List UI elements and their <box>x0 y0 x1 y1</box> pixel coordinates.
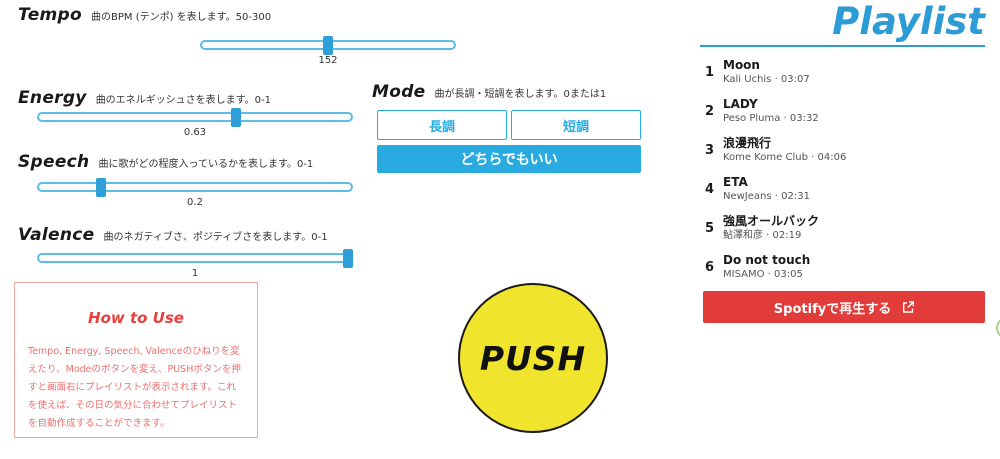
external-link-icon <box>902 301 915 313</box>
energy-slider-value: 0.63 <box>183 127 207 138</box>
track-number: 3 <box>705 142 715 158</box>
how-to-use-title: How to Use <box>88 309 184 327</box>
spotify-play-label: Spotifyで再生する <box>773 301 892 317</box>
speech-slider-thumb[interactable] <box>96 178 107 197</box>
playlist-item: 2 LADY Peso Pluma · 03:32 <box>700 96 985 126</box>
speech-label: Speech <box>18 152 90 172</box>
track-title: 強風オールバック <box>723 213 820 228</box>
speech-slider[interactable]: 0.2 <box>37 178 353 208</box>
mode-either-button[interactable]: どちらでもいい <box>377 145 641 173</box>
tempo-description: 曲のBPM (テンポ) を表します。50-300 <box>91 12 272 23</box>
valence-slider-value: 1 <box>191 268 199 279</box>
speech-slider-track[interactable] <box>37 178 353 197</box>
tempo-slider-value: 152 <box>318 55 338 66</box>
track-meta: Peso Pluma · 03:32 <box>723 112 819 124</box>
track-number: 4 <box>705 181 715 197</box>
track-number: 5 <box>705 220 715 236</box>
track-title: ETA <box>723 174 748 189</box>
mode-label: Mode <box>372 82 426 102</box>
track-info: ETA NewJeans · 02:31 <box>723 175 985 204</box>
tempo-section-header: Tempo 曲のBPM (テンポ) を表します。50-300 <box>18 5 271 25</box>
valence-description: 曲のネガティブさ、ポジティブさを表します。0-1 <box>103 232 328 243</box>
how-to-use-box: How to Use Tempo, Energy, Speech, Valenc… <box>14 282 258 438</box>
playlist-title: Playlist <box>832 0 985 43</box>
mode-description: 曲が長調・短調を表します。0または1 <box>434 89 607 100</box>
speech-section-header: Speech 曲に歌がどの程度入っているかを表します。0-1 <box>18 152 313 172</box>
speech-slider-value: 0.2 <box>187 197 203 208</box>
valence-slider[interactable]: 1 <box>37 249 353 279</box>
track-info: Do not touch MISAMO · 03:05 <box>723 253 985 282</box>
playlist-item: 5 強風オールバック 鮎澤和彦 · 02:19 <box>700 213 985 243</box>
push-button-label: PUSH <box>479 338 587 378</box>
playlist-item: 3 浪漫飛行 Kome Kome Club · 04:06 <box>700 135 985 165</box>
track-number: 1 <box>705 64 715 80</box>
speech-description: 曲に歌がどの程度入っているかを表します。0-1 <box>98 159 314 170</box>
tempo-label: Tempo <box>18 5 82 25</box>
playlist-divider <box>700 45 985 47</box>
energy-description: 曲のエネルギッシュさを表します。0-1 <box>95 95 272 106</box>
push-button[interactable]: PUSH <box>458 283 608 433</box>
tempo-slider-thumb[interactable] <box>323 36 333 55</box>
edge-peek-button[interactable] <box>996 317 1000 339</box>
energy-slider[interactable]: 0.63 <box>37 108 353 138</box>
track-info: LADY Peso Pluma · 03:32 <box>723 97 985 126</box>
valence-section-header: Valence 曲のネガティブさ、ポジティブさを表します。0-1 <box>18 225 328 245</box>
track-meta: Kali Uchis · 03:07 <box>723 73 810 85</box>
how-to-use-body: Tempo, Energy, Speech, Valenceのひねりを変えたり、… <box>28 346 241 430</box>
track-meta: NewJeans · 02:31 <box>723 190 810 202</box>
track-info: 浪漫飛行 Kome Kome Club · 04:06 <box>723 136 985 165</box>
energy-slider-thumb[interactable] <box>230 108 241 127</box>
track-number: 6 <box>705 259 715 275</box>
playlist-panel: Playlist 1 Moon Kali Uchis · 03:07 2 LAD… <box>700 0 985 323</box>
mode-section-header: Mode 曲が長調・短調を表します。0または1 <box>372 82 606 102</box>
playlist-item: 6 Do not touch MISAMO · 03:05 <box>700 252 985 282</box>
playlist-item: 4 ETA NewJeans · 02:31 <box>700 174 985 204</box>
mode-minor-button[interactable]: 短調 <box>511 110 641 140</box>
track-meta: MISAMO · 03:05 <box>723 268 803 280</box>
track-number: 2 <box>705 103 715 119</box>
track-info: Moon Kali Uchis · 03:07 <box>723 58 985 87</box>
tempo-slider[interactable]: 152 <box>200 36 456 66</box>
track-title: LADY <box>723 96 758 111</box>
energy-section-header: Energy 曲のエネルギッシュさを表します。0-1 <box>18 88 271 108</box>
playlist-tracklist: 1 Moon Kali Uchis · 03:07 2 LADY Peso Pl… <box>700 57 985 282</box>
track-info: 強風オールバック 鮎澤和彦 · 02:19 <box>723 214 985 243</box>
valence-slider-thumb[interactable] <box>342 249 353 268</box>
playlist-item: 1 Moon Kali Uchis · 03:07 <box>700 57 985 87</box>
track-meta: 鮎澤和彦 · 02:19 <box>723 229 802 241</box>
tempo-slider-track[interactable] <box>200 36 456 55</box>
mode-major-button[interactable]: 長調 <box>377 110 507 140</box>
valence-label: Valence <box>18 225 95 245</box>
track-title: 浪漫飛行 <box>723 135 772 150</box>
track-title: Moon <box>723 57 760 72</box>
track-title: Do not touch <box>723 252 811 267</box>
energy-slider-track[interactable] <box>37 108 353 127</box>
spotify-play-button[interactable]: Spotifyで再生する <box>703 291 985 323</box>
energy-label: Energy <box>18 88 87 108</box>
valence-slider-track[interactable] <box>37 249 353 268</box>
track-meta: Kome Kome Club · 04:06 <box>723 151 847 163</box>
